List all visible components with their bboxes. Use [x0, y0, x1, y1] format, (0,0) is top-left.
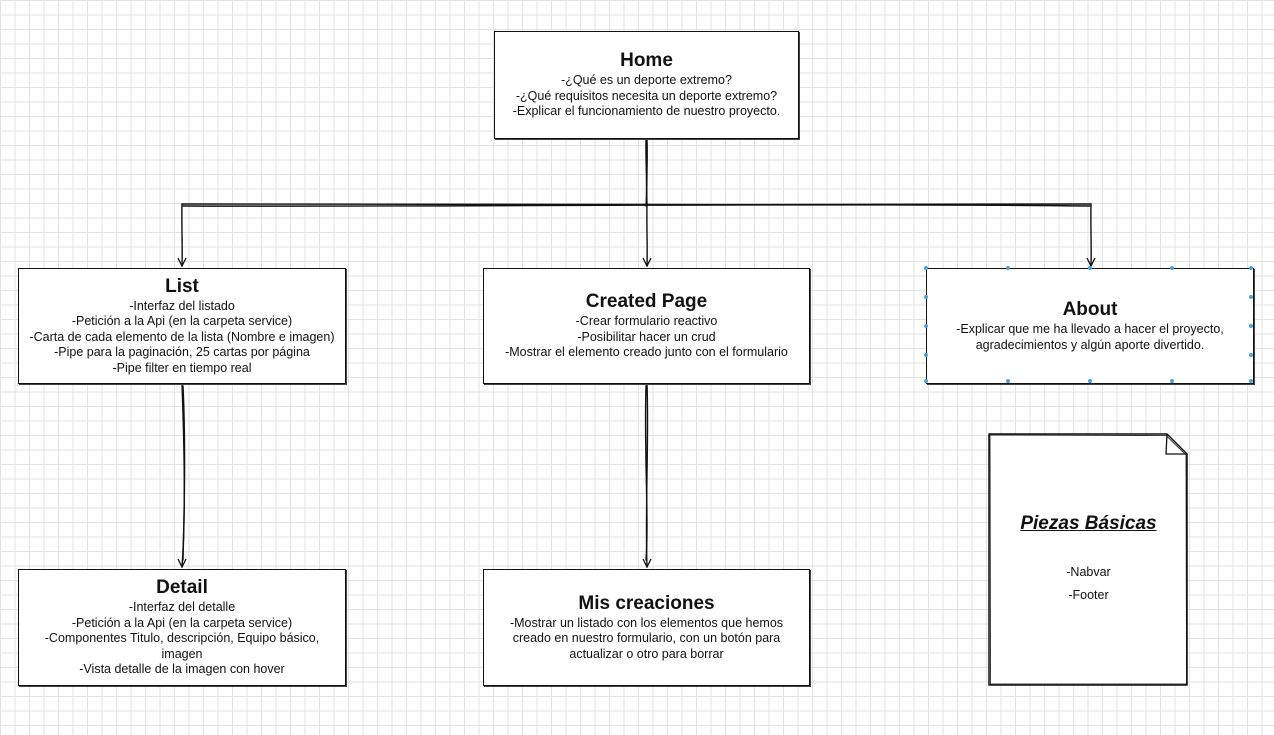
selection-handle[interactable] [1088, 266, 1092, 270]
selection-handle[interactable] [924, 379, 928, 383]
list-node[interactable]: List -Interfaz del listado -Petición a l… [18, 268, 346, 384]
list-line: -Carta de cada elemento de la lista (Nom… [29, 329, 335, 344]
created-page-line: -Mostrar el elemento creado junto con el… [505, 345, 788, 360]
selection-handle[interactable] [924, 324, 928, 328]
piezas-basicas-note[interactable]: Piezas Básicas -Nabvar -Footer [988, 433, 1189, 686]
connector-created-to-mis-stroke2 [644, 385, 648, 561]
connector-list-to-detail-stroke2 [182, 385, 186, 561]
selection-handle[interactable] [924, 266, 928, 270]
list-line: -Interfaz del listado [129, 298, 235, 313]
home-line: -¿Qué requisitos necesita un deporte ext… [515, 88, 778, 103]
selection-handle[interactable] [1249, 379, 1253, 383]
home-line: -Explicar el funcionamiento de nuestro p… [512, 104, 781, 119]
selection-handle[interactable] [1249, 324, 1253, 328]
detail-line: -Interfaz del detalle [128, 600, 236, 615]
created-page-line: -Crear formulario reactivo [575, 314, 718, 329]
mis-creaciones-node[interactable]: Mis creaciones -Mostrar un listado con l… [483, 569, 810, 686]
mis-creaciones-description: -Mostrar un listado con los elementos qu… [509, 615, 784, 661]
selection-handle[interactable] [1249, 353, 1253, 357]
piezas-basicas-title: Piezas Básicas [1020, 512, 1157, 534]
about-description: -Explicar que me ha llevado a hacer el p… [956, 322, 1224, 352]
selection-handle[interactable] [1006, 379, 1010, 383]
piezas-item: -Nabvar [1066, 564, 1111, 579]
piezas-item: -Footer [1068, 587, 1109, 602]
connector-home-trunk-stroke2 [645, 139, 648, 207]
connector-horizontal-bar [181, 203, 1092, 206]
selection-handle[interactable] [1170, 266, 1174, 270]
selection-handle[interactable] [1170, 379, 1174, 383]
created-page-line: -Posibilitar hacer un crud [577, 329, 716, 344]
selection-handle[interactable] [1088, 379, 1092, 383]
list-title: List [165, 275, 199, 297]
about-title: About [1062, 299, 1118, 320]
detail-node[interactable]: Detail -Interfaz del detalle -Petición a… [18, 569, 346, 686]
created-page-title: Created Page [585, 291, 708, 313]
list-line: -Pipe para la paginación, 25 cartas por … [54, 345, 310, 360]
detail-line: -Vista detalle de la imagen con hover [79, 662, 285, 677]
connector-list-to-detail [182, 383, 184, 567]
selection-handle[interactable] [1249, 295, 1253, 299]
connector-horizontal-bar-stroke2 [182, 204, 1091, 207]
created-page-node[interactable]: Created Page -Crear formulario reactivo … [483, 268, 810, 384]
connector-created-to-mis [646, 383, 647, 567]
list-line: -Petición a la Api (en la carpeta servic… [71, 314, 293, 329]
note-shape [988, 433, 1188, 686]
home-title: Home [620, 50, 673, 72]
selection-handle[interactable] [1249, 266, 1253, 270]
detail-line: -Componentes Titulo, descripción, Equipo… [44, 631, 320, 661]
home-node[interactable]: Home -¿Qué es un deporte extremo? -¿Qué … [494, 31, 799, 139]
detail-title: Detail [156, 577, 208, 599]
home-line: -¿Qué es un deporte extremo? [561, 73, 732, 88]
selection-handle[interactable] [1006, 266, 1010, 270]
about-node[interactable]: About -Explicar que me ha llevado a hace… [924, 266, 1254, 384]
selection-handle[interactable] [924, 295, 928, 299]
detail-line: -Petición a la Api (en la carpeta servic… [71, 615, 293, 630]
list-line: -Pipe filter en tiempo real [112, 360, 252, 375]
selection-handle[interactable] [924, 353, 928, 357]
mis-creaciones-title: Mis creaciones [578, 592, 715, 614]
